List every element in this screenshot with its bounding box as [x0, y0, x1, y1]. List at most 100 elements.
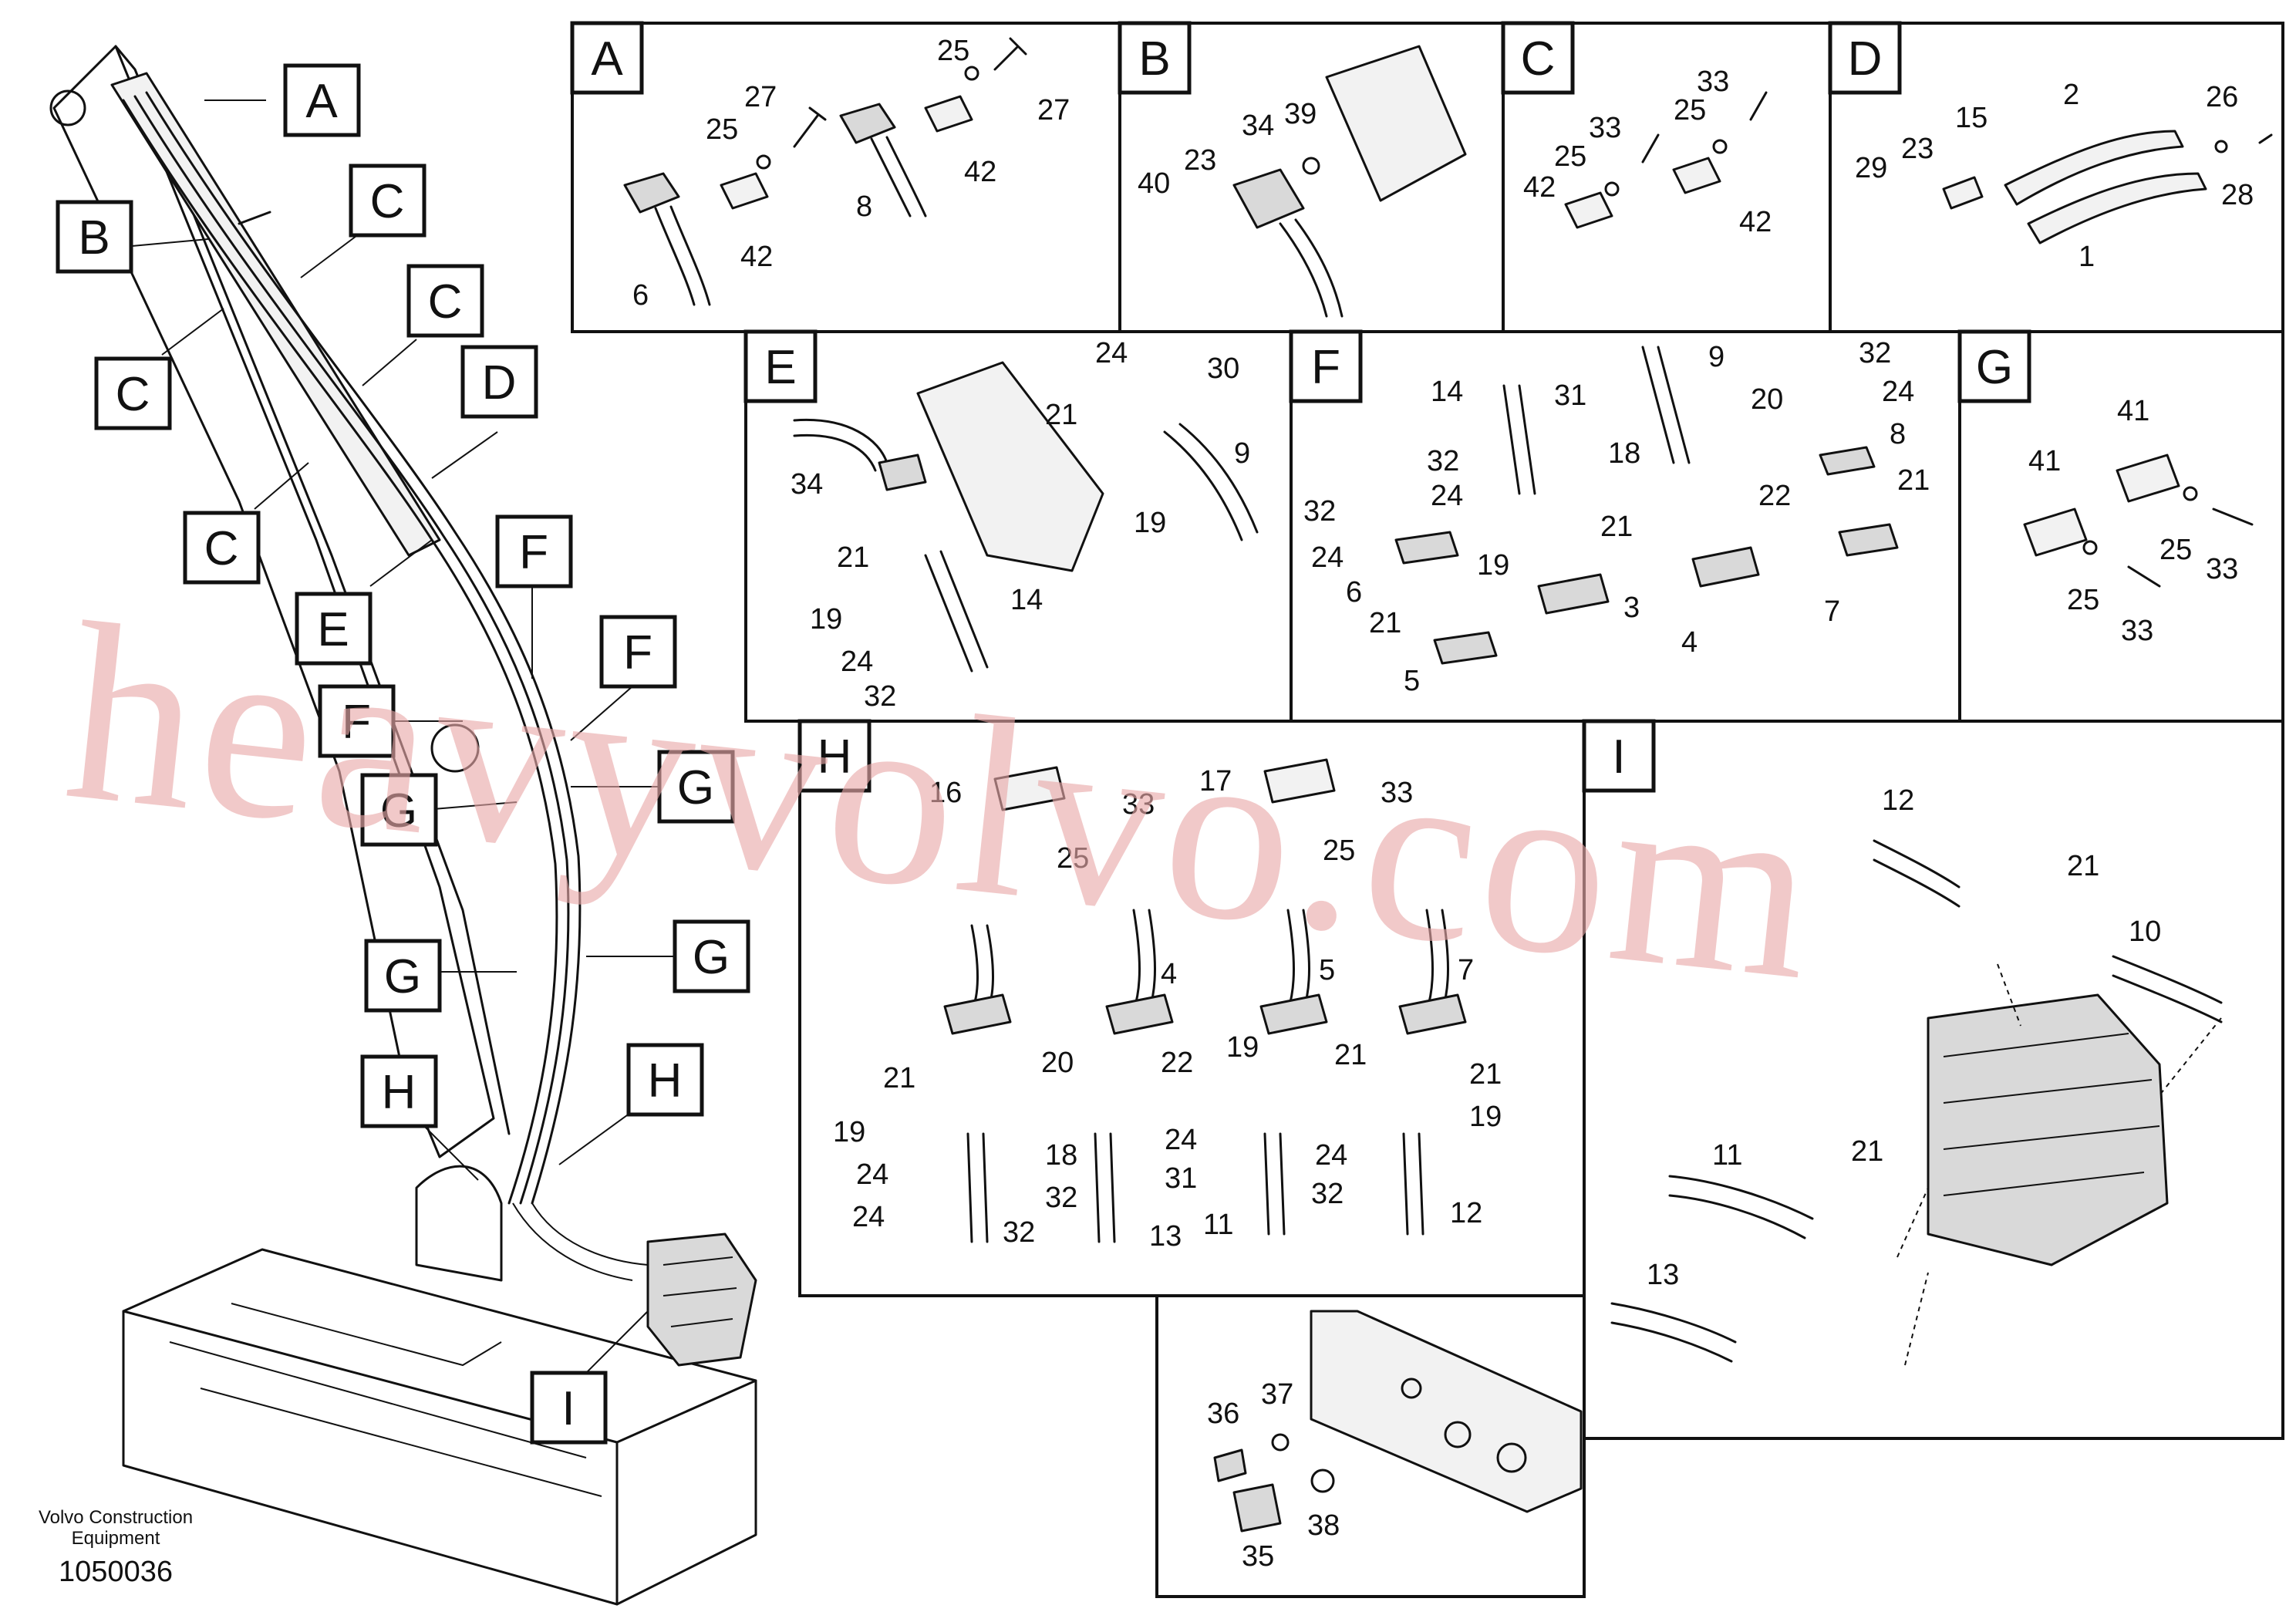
overview-label-text: G	[677, 761, 714, 814]
footer: Volvo Construction Equipment 1050036	[39, 1507, 193, 1588]
callout: 21	[2067, 850, 2099, 882]
bolt-27b	[993, 37, 1027, 71]
callout: 6	[632, 279, 649, 312]
panel-b: B 34 39 40 23	[1118, 21, 1505, 333]
callout: 10	[2129, 916, 2161, 948]
callout: 40	[1138, 167, 1170, 200]
overview-label-text: C	[116, 368, 150, 421]
bolt-33g2	[2127, 565, 2161, 588]
washer-25b	[964, 66, 979, 81]
boom-foot-pin	[430, 723, 480, 773]
brand-line-2: Equipment	[72, 1528, 160, 1549]
callout: 22	[1758, 480, 1791, 512]
callout: 25	[1057, 842, 1089, 875]
panel-f: F 14 31 9 32 32 24 20 18 8 32 24 19 21 2…	[1289, 329, 1961, 723]
callout: 23	[1901, 133, 1934, 165]
callout: 21	[837, 541, 869, 574]
callout: 25	[1674, 94, 1706, 126]
panel-g: G 41 41 25 33 25 33	[1957, 329, 2284, 723]
clamp-strap-2	[2004, 130, 2184, 206]
overview-leaders	[123, 99, 679, 1381]
callout: 39	[1284, 98, 1317, 130]
leader-b	[123, 238, 209, 248]
cylinder-e	[916, 361, 1104, 572]
panel-letter: A	[591, 32, 623, 86]
overview-label-a: A	[283, 63, 361, 137]
overview-label-c: C	[406, 264, 484, 338]
callout: 24	[841, 646, 873, 678]
machine-overview	[49, 45, 757, 1606]
bolt-c2	[1749, 91, 1768, 121]
callout: 42	[1523, 171, 1556, 204]
overview-label-g: G	[673, 919, 750, 993]
callout: 30	[1207, 352, 1239, 385]
plate-hole	[1444, 1421, 1472, 1448]
callout: 8	[1890, 418, 1906, 450]
control-valve	[646, 1233, 757, 1367]
valve-i-detail	[1943, 1033, 2160, 1196]
callout: 25	[1323, 835, 1355, 867]
callout: 17	[1199, 765, 1232, 798]
callout: 25	[1554, 140, 1586, 173]
mounting-plate	[1310, 1310, 1583, 1513]
callout: 24	[856, 1158, 888, 1191]
oring-38	[1310, 1469, 1335, 1493]
control-valve-i	[1927, 993, 2169, 1266]
washer-26	[2214, 140, 2228, 153]
flange-8	[839, 103, 896, 144]
boom-pin	[49, 89, 86, 126]
leader-e	[369, 539, 433, 587]
overview-label-text: F	[342, 696, 371, 749]
overview-label-text: G	[693, 931, 730, 984]
callout: 13	[1647, 1259, 1679, 1291]
washer-c1	[1604, 181, 1620, 197]
overview-label-text: F	[519, 526, 548, 579]
flange-h4	[1105, 993, 1174, 1035]
callout: 24	[1315, 1139, 1347, 1172]
hose-10i	[2112, 955, 2223, 1023]
callout: 24	[1431, 480, 1463, 512]
callout: 25	[2067, 584, 2099, 616]
overview-label-g: G	[364, 939, 442, 1013]
overview-label-f: F	[318, 684, 396, 758]
flange-7	[1838, 523, 1899, 557]
overview-label-text: G	[380, 784, 417, 838]
leader-c4	[254, 462, 309, 510]
clamp-c2	[1672, 157, 1721, 194]
callout: 16	[929, 777, 962, 809]
callout: 20	[1751, 383, 1783, 416]
washer-25g1	[2183, 486, 2198, 501]
overview-label-text: F	[623, 626, 652, 679]
overview-label-i: I	[530, 1371, 608, 1445]
clamp-42b	[924, 95, 973, 133]
callout: 14	[1010, 584, 1043, 616]
hose-to-valve-2	[531, 1202, 649, 1266]
panel-letter: D	[1848, 32, 1883, 86]
hose-to-valve	[512, 1202, 633, 1281]
panel-c: C 33 33 25 25 42 42	[1501, 21, 1832, 333]
callout: 19	[1226, 1031, 1259, 1064]
callout: 33	[1589, 112, 1621, 144]
overview-label-d: D	[460, 345, 538, 419]
panel-i: I 12 21 10 11 21 13	[1582, 719, 2284, 1440]
washer-c2	[1712, 139, 1728, 154]
callout: 35	[1242, 1540, 1274, 1573]
panel-h: H 16 33 17 33 25 25 4 5 7 21 20 22 19 21…	[797, 719, 1586, 1297]
panel-letter: H	[818, 730, 852, 784]
callout: 38	[1307, 1509, 1340, 1542]
callout: 34	[1242, 110, 1274, 142]
callout: 2	[2063, 79, 2079, 111]
panel-e: E 24 30 21 9 34 19 21 14 19 24 32	[743, 329, 1293, 723]
overview-label-h: H	[626, 1043, 704, 1117]
overview-label-f: F	[599, 615, 677, 689]
tube-14f	[1502, 384, 1536, 495]
callout: 18	[1045, 1139, 1077, 1172]
callout: 12	[1450, 1197, 1482, 1229]
callout: 9	[1234, 437, 1250, 470]
callout: 13	[1149, 1220, 1182, 1253]
cylinder-ring	[238, 211, 271, 225]
washer-25	[756, 154, 771, 170]
brand-line-1: Volvo Construction	[39, 1507, 193, 1528]
callout: 34	[791, 468, 823, 501]
hose-13h	[966, 1132, 989, 1243]
